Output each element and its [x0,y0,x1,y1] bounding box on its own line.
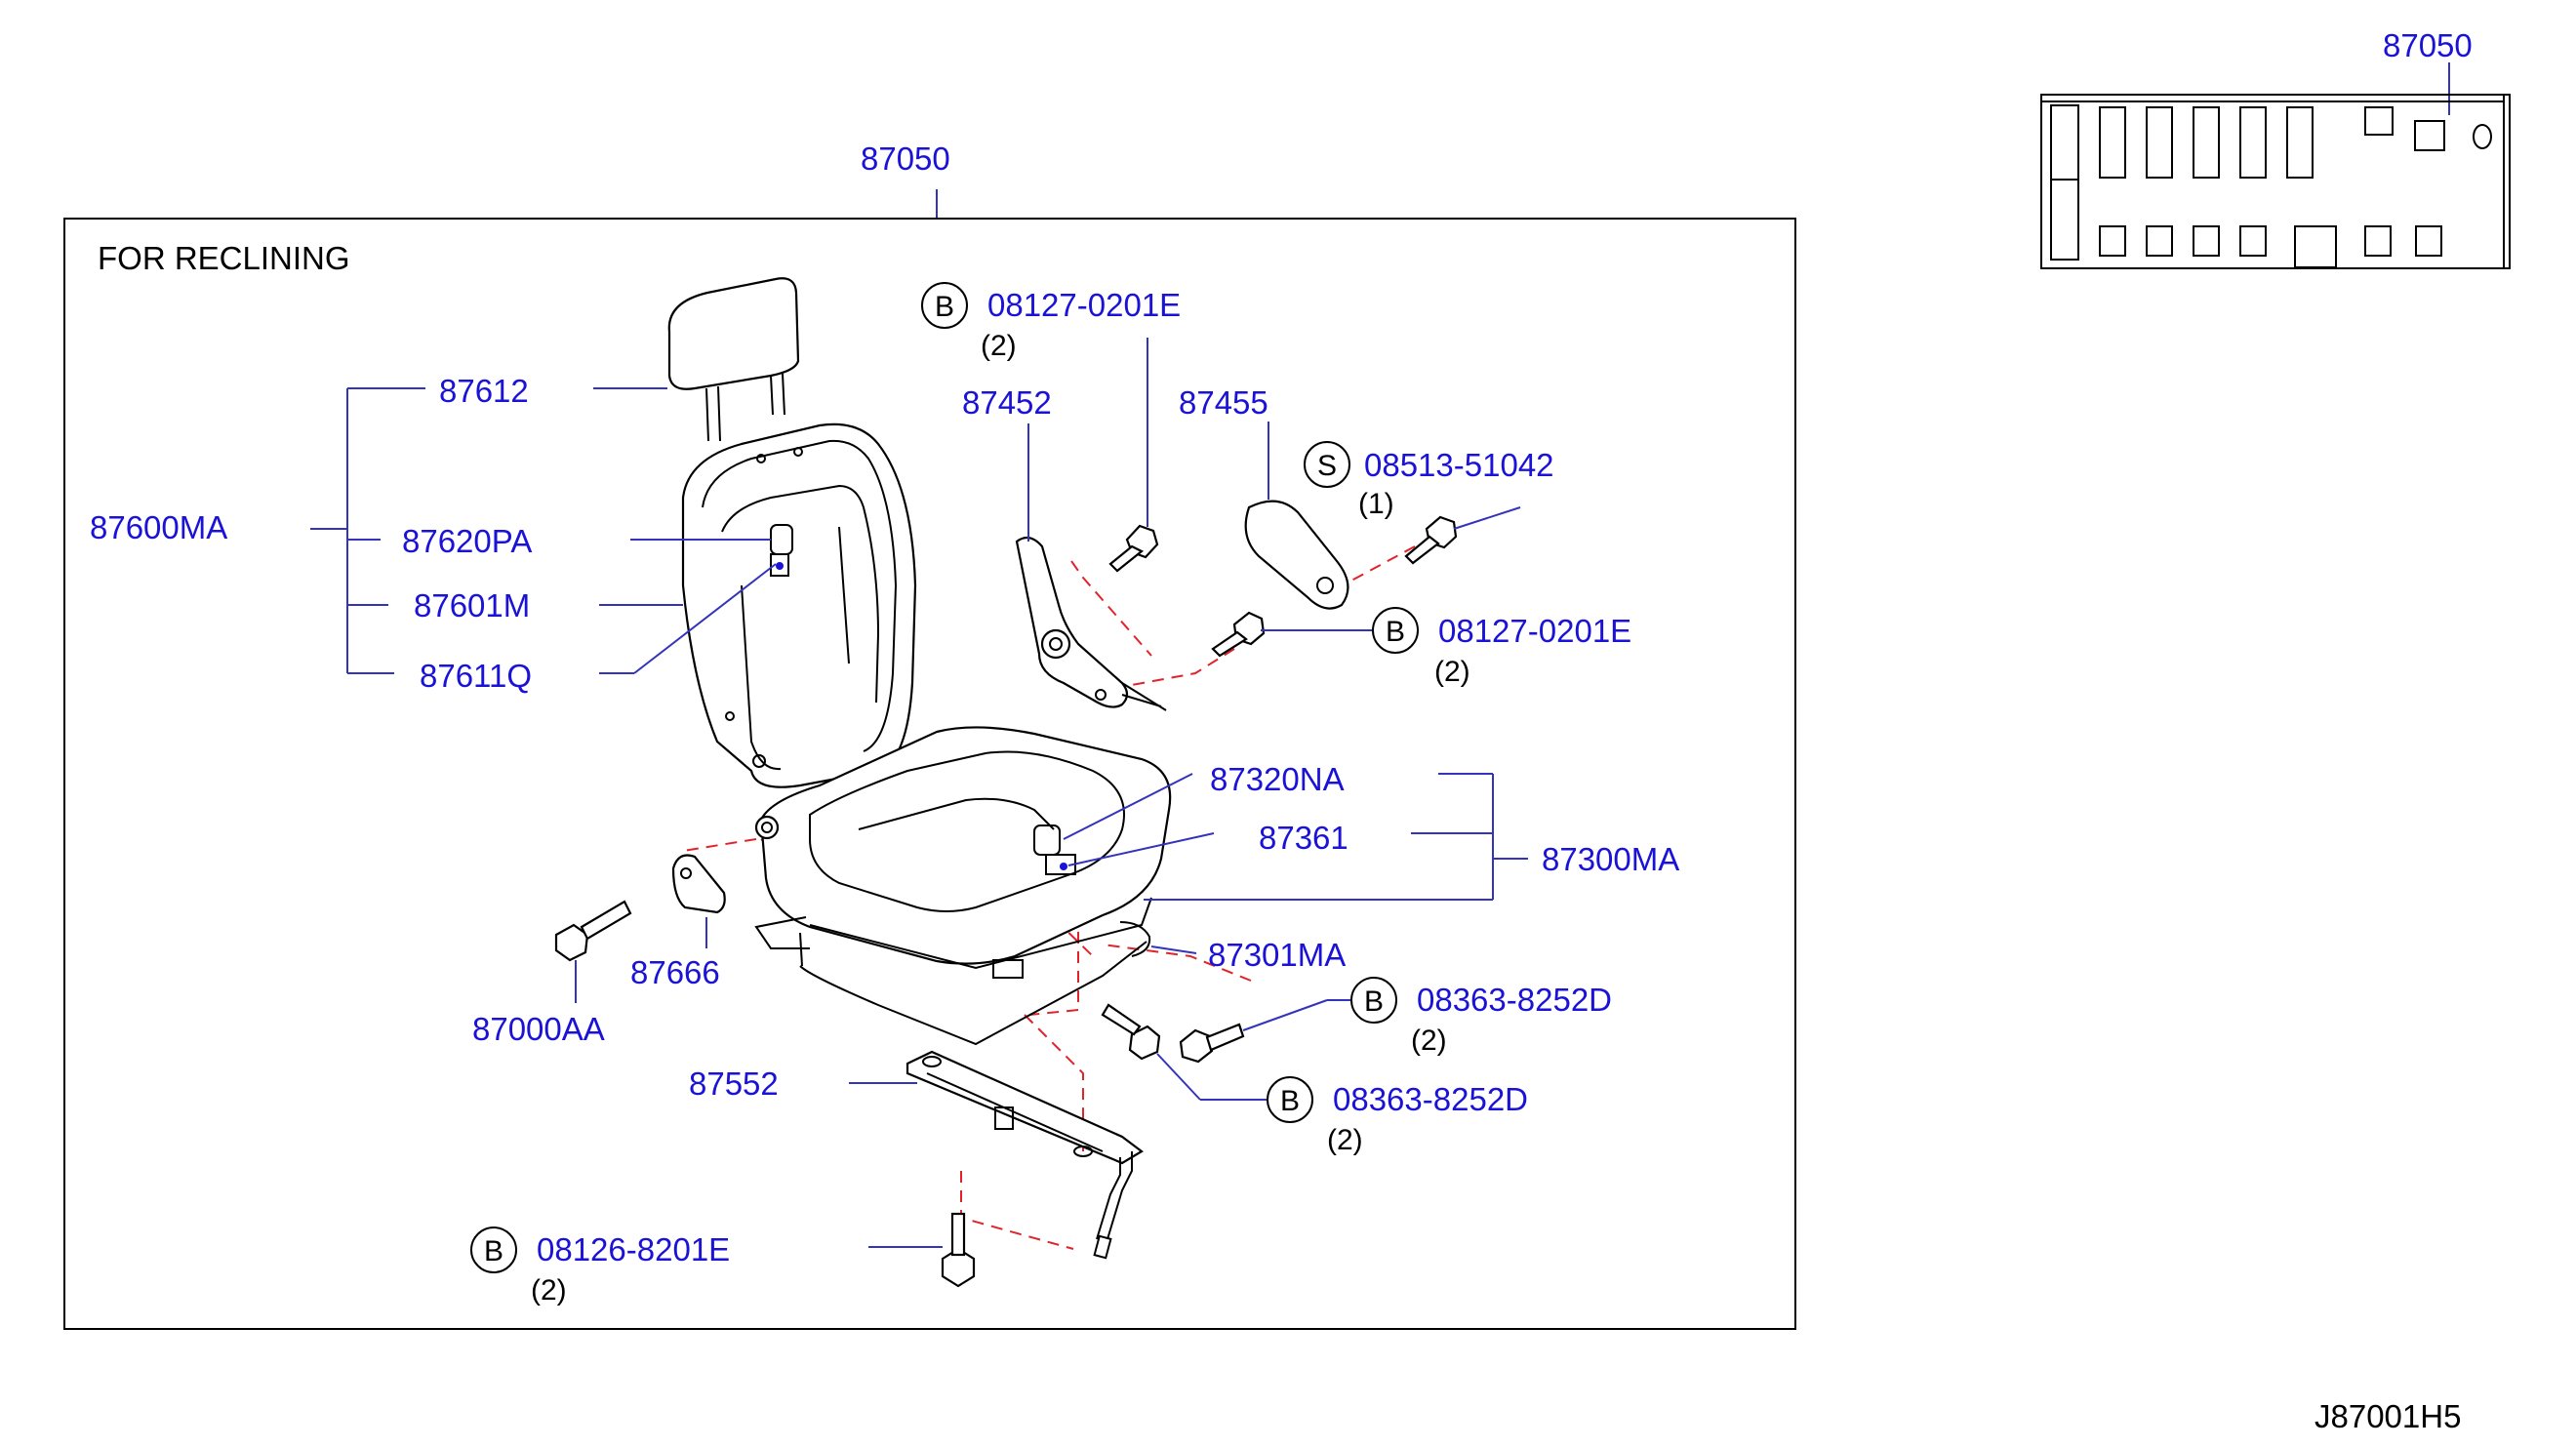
callout-qty: (2) [1411,1025,1447,1057]
frame-title: FOR RECLINING [98,240,350,276]
callout-letter: B [1386,616,1405,648]
fastener-callout-bolt-rail[interactable]: B 08126-8201E (2) [470,1227,730,1307]
callout-part: 08513-51042 [1364,447,1554,483]
callout-letter: B [935,291,954,323]
main-frame [63,218,1796,1330]
label-cushion-pad[interactable]: 87361 [1259,820,1348,856]
seat-cushion-drawing [754,726,1172,1046]
inset-ref-label[interactable]: 87050 [2383,27,2473,63]
label-back-pad[interactable]: 87611Q [420,658,532,694]
recliner-lever-drawing [1015,536,1167,711]
callout-part: 08126-8201E [537,1231,730,1267]
label-seat-bracket[interactable]: 87666 [630,954,720,990]
label-seat-back-assy[interactable]: 87600MA [90,509,227,545]
bolt-hinge-drawing [554,900,632,962]
inset-panel: 87050 [2040,27,2511,269]
label-cushion-trim[interactable]: 87320NA [1210,761,1345,797]
seat-bracket-drawing [671,854,726,914]
label-cushion-assy[interactable]: 87300MA [1542,841,1679,877]
fastener-callout-bolt-mid[interactable]: B 08127-0201E (2) [1372,607,1631,688]
callout-letter: B [1280,1085,1300,1117]
label-back-frame[interactable]: 87601M [414,587,530,623]
headrest-drawing [667,277,800,442]
main-ref-label[interactable]: 87050 [861,141,950,177]
fastener-callout-screw-s[interactable]: S 08513-51042 (1) [1304,441,1554,520]
bolt-front-drawing [1101,1003,1161,1061]
bolt-mid-drawing [1211,611,1266,658]
label-bolt-hinge[interactable]: 87000AA [472,1011,605,1047]
slide-rail-drawing [906,1050,1144,1260]
label-headrest[interactable]: 87612 [439,373,529,409]
label-cushion-frame[interactable]: 87301MA [1208,937,1346,973]
callout-part: 08127-0201E [987,287,1181,323]
label-back-trim[interactable]: 87620PA [402,523,532,559]
callout-qty: (2) [531,1274,567,1307]
fastener-callout-bolt-front[interactable]: B 08363-8252D (2) [1267,1076,1528,1156]
callout-part: 08363-8252D [1417,982,1612,1018]
callout-qty: (2) [1327,1124,1363,1156]
screw-s-drawing [1404,515,1458,565]
seat-back-drawing [681,422,917,788]
callout-letter: B [1364,985,1384,1018]
bolt-top-drawing [1108,524,1159,573]
leader-lines [310,338,1528,1248]
recliner-cover-drawing [1244,500,1349,610]
fastener-callout-bolt-top[interactable]: B 08127-0201E (2) [921,282,1181,362]
callout-qty: (2) [1434,656,1470,688]
callout-letter: B [484,1235,503,1267]
fastener-callout-bolt-right[interactable]: B 08363-8252D (2) [1350,977,1612,1057]
label-slide-rail[interactable]: 87552 [689,1066,779,1102]
callout-qty: (2) [981,330,1017,362]
bolt-right-drawing [1179,1023,1245,1064]
part-labels: 87612 87600MA 87620PA 87601M 87611Q 8745… [90,373,1679,1102]
callout-letter: S [1317,450,1337,482]
callout-part: 08127-0201E [1438,613,1631,649]
label-recliner-cover[interactable]: 87455 [1179,384,1268,421]
callout-qty: (1) [1358,488,1394,520]
bolt-rail-drawing [941,1212,976,1288]
label-recliner-lever[interactable]: 87452 [962,384,1052,421]
diagram-code: J87001H5 [2314,1398,2461,1434]
callout-part: 08363-8252D [1333,1081,1528,1117]
